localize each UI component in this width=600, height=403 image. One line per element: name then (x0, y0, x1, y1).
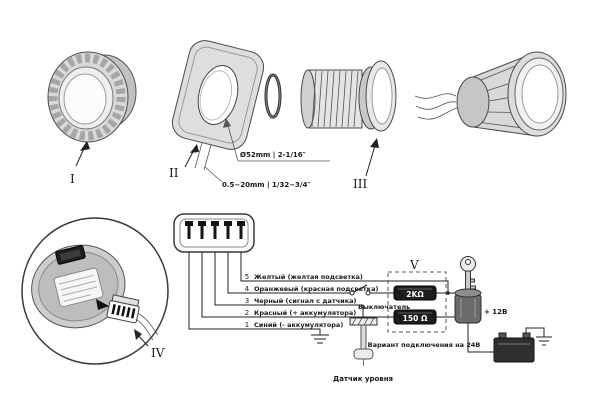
sensor-label: Датчик уровня (333, 375, 393, 383)
arrow-to-hole (223, 118, 231, 128)
junction-dot (446, 291, 450, 295)
wire-num: 3 (245, 297, 249, 305)
wire-label: Черный (сигнал с датчика) (254, 297, 357, 305)
key-icon (460, 256, 476, 294)
wire-orange (227, 252, 350, 294)
connector-pins (185, 221, 245, 239)
wire-label: Красный (+ аккумулятора) (254, 309, 356, 317)
wire-yellow (240, 252, 449, 293)
panel-hole (197, 65, 239, 125)
part-label-panel: II (169, 166, 179, 180)
wire-label: Оранжевый (красная подсветка) (254, 285, 378, 293)
variant-box: V 2KΩ 150 Ω (387, 258, 447, 333)
wire-label: Желтый (желтая подсветка) (254, 273, 363, 281)
gauge-wire (415, 101, 457, 110)
arrow-to-panel (190, 144, 199, 153)
ground-symbol (536, 336, 552, 346)
wire-num: 4 (245, 285, 250, 293)
o-ring (264, 73, 282, 119)
detail-view: IV (21, 217, 169, 365)
part-label-cap: I (70, 172, 75, 186)
wire-blue (188, 252, 321, 335)
ground-symbol (311, 334, 329, 344)
knurled-cap: I (47, 51, 137, 186)
wire-num: 2 (245, 309, 249, 317)
resistor-2k-label: 2KΩ (406, 290, 424, 299)
part-label-body: III (353, 177, 367, 191)
wire-black (214, 252, 364, 318)
mounting-panel: II Ø52mm | 2-1/16″ 0.5~20mm | 1/32~3/4″ (169, 40, 330, 190)
wire-num: 1 (245, 321, 249, 329)
variant-note: Вариант подключения на 24В (368, 341, 481, 349)
switch-symbol: Выключатель (349, 284, 410, 311)
battery-icon (493, 332, 535, 363)
arrow-to-detail (134, 329, 142, 340)
gauge-assembled (414, 51, 567, 137)
hole-dimension: Ø52mm | 2-1/16″ (240, 151, 306, 160)
wire-label: Синий (- аккумулятора) (254, 321, 343, 329)
arrow-to-plug (96, 299, 109, 310)
gauge-wire (414, 93, 457, 99)
resistor-150-label: 150 Ω (403, 314, 428, 323)
wire-legend: 5 Желтый (желтая подсветка) 4 Оранжевый … (245, 273, 379, 329)
supply-label: + 12В (484, 308, 507, 316)
arrow-to-body (370, 138, 379, 148)
wire-red (201, 252, 394, 318)
level-sensor (349, 317, 378, 366)
connector-block (173, 213, 255, 253)
switch-label: Выключатель (358, 303, 410, 311)
arrow-to-cap (80, 141, 90, 151)
thickness-dimension: 0.5~20mm | 1/32~3/4″ (222, 181, 310, 190)
spec-label-plate (53, 267, 104, 308)
gauge-wire (417, 107, 458, 120)
sensor-float (353, 348, 374, 360)
wiring-lines (188, 252, 545, 353)
ignition-switch (454, 288, 482, 324)
wire-num: 5 (245, 273, 249, 281)
part-label-detail: IV (151, 346, 165, 360)
wire-plug (106, 294, 159, 341)
threaded-body: III (300, 60, 397, 191)
variant-box-label: V (409, 258, 419, 272)
